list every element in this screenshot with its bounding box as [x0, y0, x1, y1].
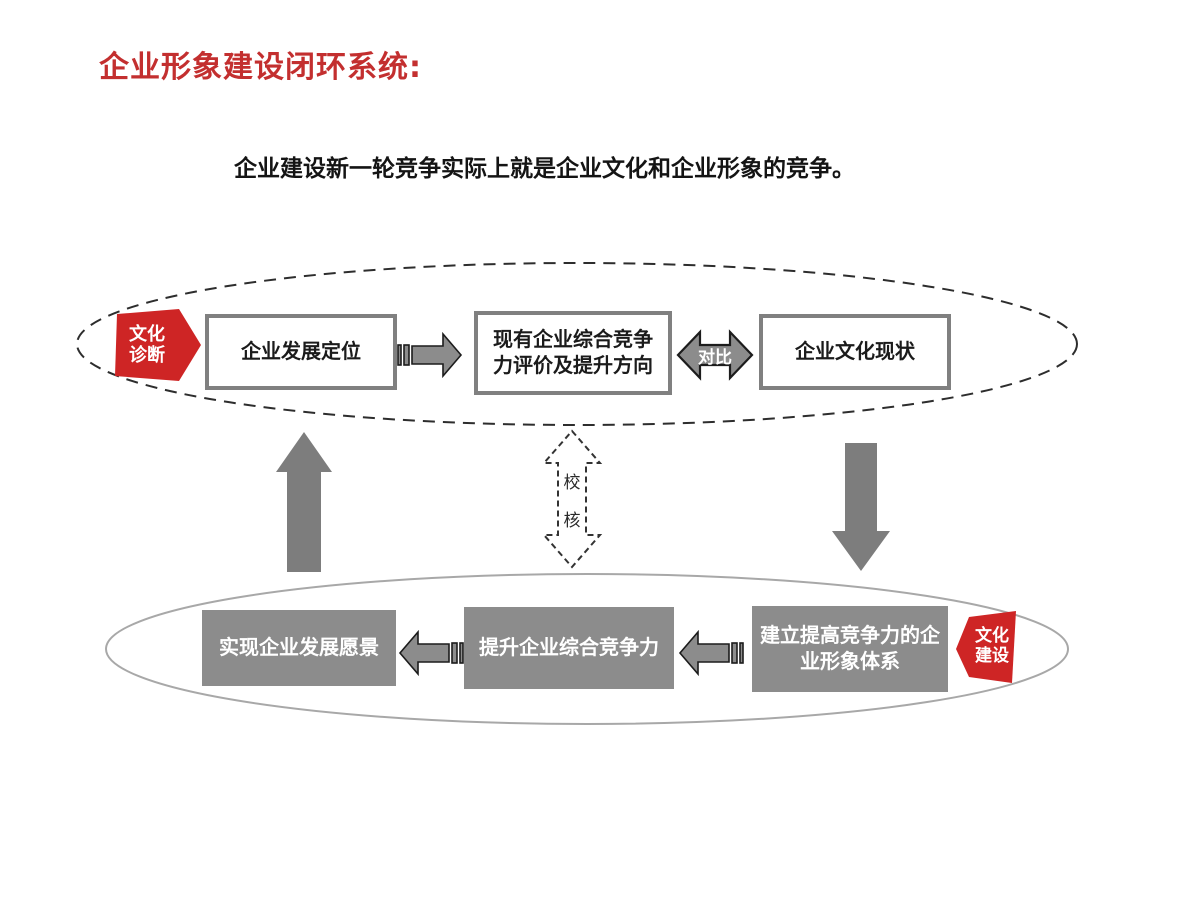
box-label: 提升企业综合竞争力 [479, 635, 659, 660]
check-char: 校 [563, 472, 581, 493]
check-label: 校 核 [536, 429, 608, 569]
culture-diagnosis-tag: 文化 诊断 [115, 309, 201, 381]
tag-line: 建设 [975, 646, 1009, 666]
page-title: 企业形象建设闭环系统: [99, 50, 422, 85]
culture-build-label: 文化 建设 [956, 609, 1016, 683]
tag-line: 文化 [975, 625, 1009, 646]
slide-subtitle: 企业建设新一轮竞争实际上就是企业文化和企业形象的竞争。 [234, 155, 855, 182]
up-down-dashed-arrow-icon [541, 429, 603, 569]
box-competitiveness-evaluation: 现有企业综合竞争 力评价及提升方向 [474, 311, 672, 395]
box-enhance-competitiveness: 提升企业综合竞争力 [464, 607, 674, 689]
compare-label: 对比 [698, 347, 732, 368]
culture-diagnosis-label: 文化 诊断 [115, 309, 201, 381]
down-arrow-icon [832, 443, 890, 571]
check-char: 核 [563, 510, 581, 531]
box-label: 企业文化现状 [795, 339, 915, 364]
tag-line: 文化 [129, 323, 165, 345]
tag-line: 诊断 [129, 345, 165, 366]
up-arrow-icon [276, 432, 332, 572]
box-culture-status: 企业文化现状 [759, 314, 951, 390]
box-label-line: 现有企业综合竞争 [493, 327, 653, 352]
box-realize-vision: 实现企业发展愿景 [202, 610, 396, 686]
compare-double-arrow: 对比 [676, 326, 754, 384]
box-label: 企业发展定位 [241, 339, 361, 364]
left-right-arrow-icon [676, 329, 754, 381]
box-label-line: 建立提高竞争力的企 [760, 623, 940, 648]
striped-left-arrow-icon [678, 630, 744, 676]
box-label: 实现企业发展愿景 [219, 635, 379, 660]
box-enterprise-positioning: 企业发展定位 [205, 314, 397, 390]
box-label-line: 业形象体系 [800, 649, 900, 673]
culture-build-tag: 文化 建设 [956, 609, 1016, 683]
striped-left-arrow-icon [398, 630, 464, 676]
pentagon-left-icon [956, 611, 1016, 683]
box-build-image-system: 建立提高竞争力的企 业形象体系 [752, 606, 948, 692]
pentagon-right-icon [115, 309, 201, 381]
striped-right-arrow-icon [397, 332, 463, 378]
box-label-line: 力评价及提升方向 [493, 353, 653, 377]
check-double-arrow: 校 核 [536, 429, 608, 569]
